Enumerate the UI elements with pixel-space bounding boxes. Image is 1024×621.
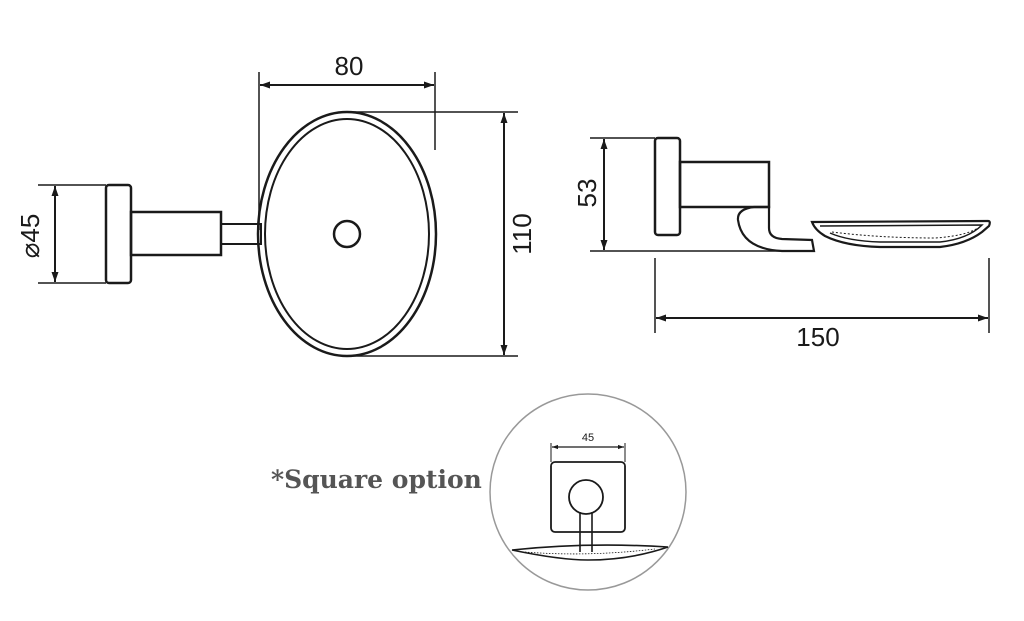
diameter-label: ⌀45: [15, 214, 45, 259]
side-height-label: 53: [572, 179, 602, 208]
wall-plate: [104, 183, 133, 285]
height-label: 110: [507, 213, 537, 254]
arm: [129, 210, 223, 257]
width-dimension: 80: [258, 51, 436, 230]
height-dimension: 110: [347, 111, 537, 357]
soap-dish-outer: [256, 110, 438, 358]
side-height-dimension: 53: [572, 137, 812, 252]
side-arm: [678, 160, 771, 209]
front-view: ⌀45 80 110: [15, 51, 537, 358]
side-view: 53 150: [572, 136, 991, 352]
side-length-dimension: 150: [654, 258, 990, 352]
square-option-detail: 45: [489, 393, 687, 591]
side-length-label: 150: [796, 322, 839, 352]
square-plate: [550, 461, 626, 533]
side-wall-plate: [653, 136, 682, 237]
width-label: 80: [335, 51, 364, 81]
side-neck: [736, 205, 816, 253]
diameter-dimension: ⌀45: [15, 184, 106, 284]
side-dish: [810, 219, 991, 249]
side-dish-hatch: [831, 227, 979, 239]
connector-rod: [220, 223, 262, 245]
side-dish-inner: [819, 224, 984, 243]
drain-hole: [332, 219, 362, 249]
detail-circle: [489, 393, 687, 591]
square-arm-end: [568, 479, 604, 515]
square-option-note: *Square option: [271, 465, 482, 494]
soap-dish-inner: [264, 118, 430, 350]
square-dish-edge: [511, 544, 669, 561]
square-size-label: 45: [582, 432, 594, 444]
